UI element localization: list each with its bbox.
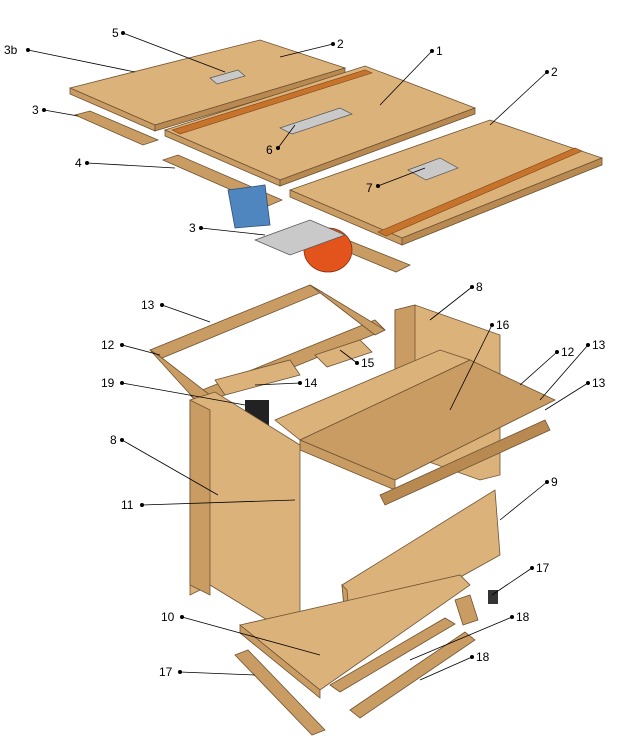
callout-6: 6 [266, 143, 273, 157]
callout-13: 13 [141, 298, 155, 312]
callout-13b: 13 [592, 338, 606, 352]
callout-13c: 13 [592, 376, 606, 390]
callout-5: 5 [112, 26, 119, 40]
callout-18: 18 [516, 610, 530, 624]
callout-3b: 3b [4, 43, 18, 57]
callout-3: 3 [32, 103, 39, 117]
callout-2: 2 [337, 37, 344, 51]
callout-18b: 18 [476, 650, 490, 664]
callout-12b: 12 [561, 345, 575, 359]
callout-11: 11 [121, 498, 134, 512]
callout-19: 19 [101, 376, 115, 390]
callout-8: 8 [476, 280, 483, 294]
callout-2b: 2 [551, 65, 558, 79]
middle-frame [245, 349, 556, 506]
callout-15: 15 [361, 356, 375, 370]
right-top-panel [288, 119, 604, 246]
callout-labels: 3b 5 2 1 2 3 4 6 7 3 13 8 16 12 15 12 13… [4, 26, 606, 679]
main-top-panel [163, 65, 477, 187]
callout-17b: 17 [159, 665, 173, 679]
top-left-panel [68, 39, 347, 132]
callout-8b: 8 [110, 433, 117, 447]
bottom-shelf [239, 574, 471, 699]
callout-10: 10 [161, 610, 175, 624]
upper-frame [149, 284, 386, 406]
base-rails [234, 590, 498, 736]
callout-7: 7 [366, 181, 373, 195]
saw-motor [227, 184, 353, 273]
callout-14: 14 [304, 376, 318, 390]
callout-16: 16 [496, 318, 510, 332]
callout-12: 12 [101, 338, 115, 352]
left-side-panel [189, 391, 301, 641]
callout-17: 17 [536, 561, 550, 575]
callout-1: 1 [436, 44, 443, 58]
callout-4: 4 [75, 156, 82, 170]
leader-lines [26, 31, 590, 681]
callout-9: 9 [551, 475, 558, 489]
callout-3c: 3 [189, 221, 196, 235]
